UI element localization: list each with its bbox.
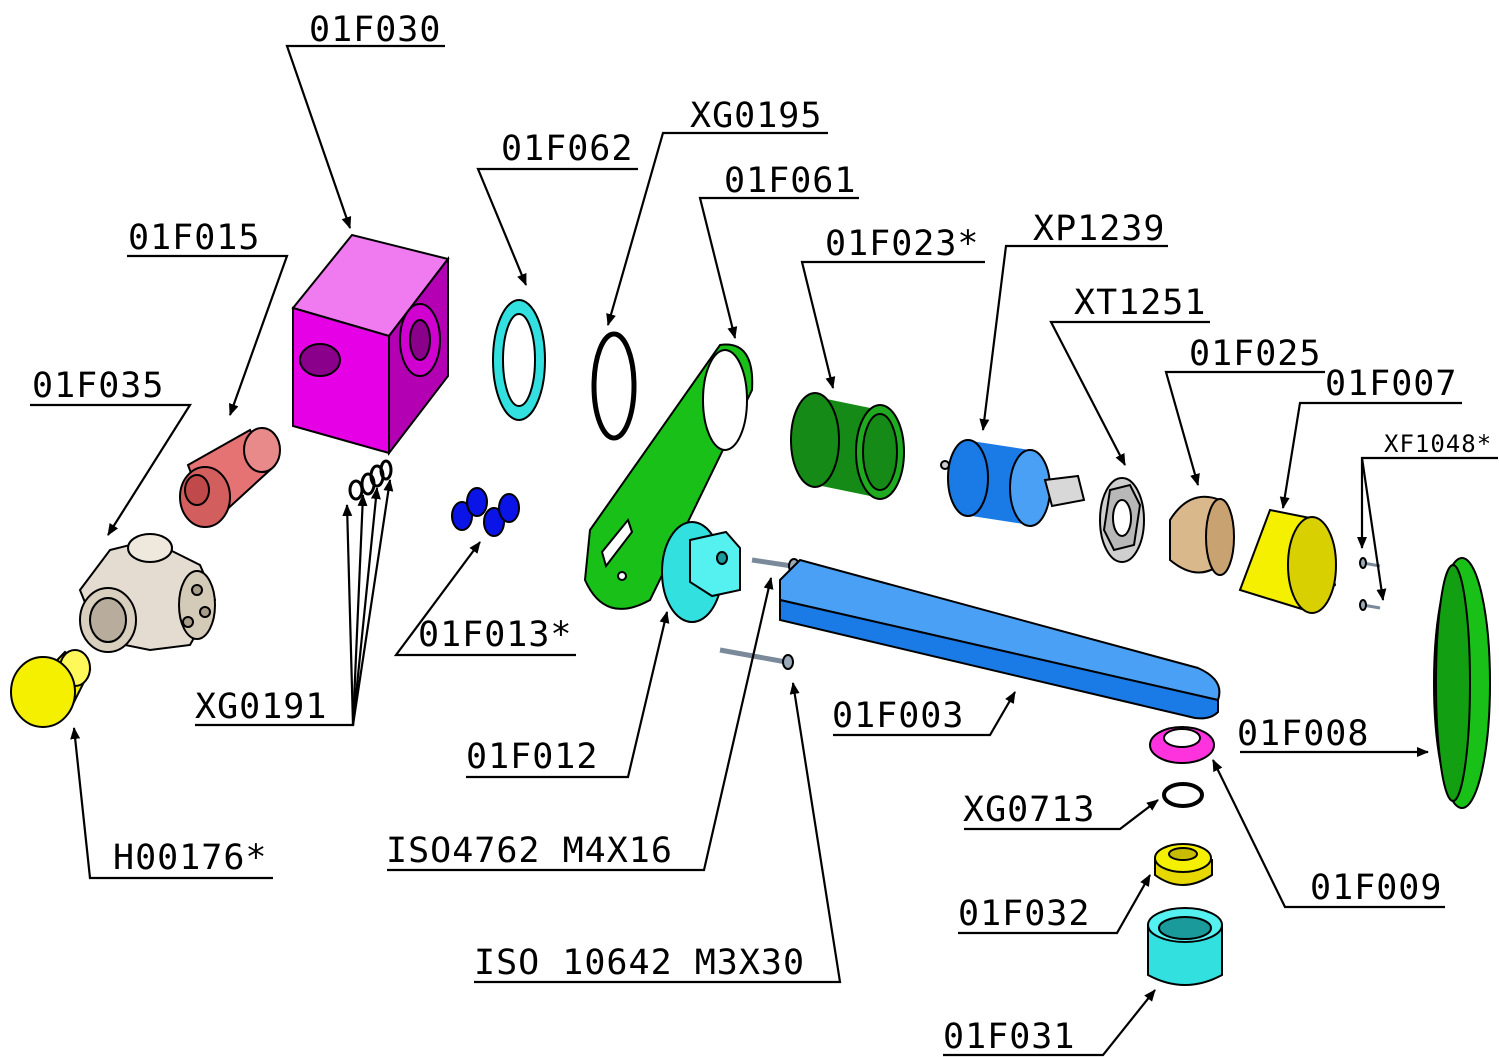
- label-XG0195: XG0195: [690, 96, 822, 136]
- part-01F025-cap: [1169, 495, 1235, 576]
- label-01F009: 01F009: [1310, 868, 1442, 908]
- part-XG0713-oring: [1162, 782, 1204, 808]
- part-XG0191-orings: [348, 459, 393, 501]
- part-01F015-cylinder: [179, 427, 281, 528]
- part-01F031-bushing: [1147, 907, 1223, 986]
- part-01F012-flange: [661, 521, 741, 623]
- part-XT1251-nut: [1099, 477, 1145, 563]
- label-01F012: 01F012: [466, 737, 598, 777]
- part-01F009-ring: [1149, 726, 1215, 764]
- part-01F030-block: [291, 233, 450, 456]
- label-XF1048: XF1048*: [1384, 430, 1492, 458]
- label-01F061: 01F061: [724, 161, 856, 201]
- label-01F032: 01F032: [958, 894, 1090, 934]
- part-01F061-plate: [583, 343, 754, 610]
- label-XT1251: XT1251: [1074, 283, 1206, 323]
- label-ISO4762: ISO4762 M4X16: [386, 831, 673, 871]
- label-XP1239: XP1239: [1033, 209, 1165, 249]
- part-01F008-handle-plate: [1433, 557, 1491, 809]
- label-01F023: 01F023*: [825, 224, 980, 264]
- label-XG0713: XG0713: [963, 790, 1095, 830]
- label-01F062: 01F062: [501, 129, 633, 169]
- label-01F031: 01F031: [943, 1017, 1075, 1057]
- label-ISO10642: ISO 10642 M3X30: [474, 943, 805, 983]
- label-H00176: H00176*: [113, 838, 268, 878]
- part-XP1239-cartridge: [940, 439, 1086, 527]
- part-H00176-knob: [10, 649, 92, 728]
- label-01F007: 01F007: [1325, 364, 1457, 404]
- part-XG0195-oring: [591, 331, 637, 441]
- part-01F023-cylinder: [790, 392, 905, 500]
- part-01F032-bushing: [1154, 843, 1213, 886]
- label-01F003: 01F003: [832, 696, 964, 736]
- label-01F013: 01F013*: [418, 615, 573, 655]
- label-01F025: 01F025: [1189, 334, 1321, 374]
- label-01F035: 01F035: [32, 366, 164, 406]
- part-01F007-cap: [1238, 508, 1337, 614]
- part-01F035-valve-body: [78, 533, 217, 653]
- label-01F015: 01F015: [128, 218, 260, 258]
- part-01F003-lever: [779, 558, 1221, 720]
- label-01F008: 01F008: [1237, 714, 1369, 754]
- part-01F062-ring: [492, 299, 546, 421]
- label-01F030: 01F030: [309, 10, 441, 50]
- part-labels: 01F030 01F062 XG0195 01F061 01F015 01F02…: [32, 10, 1492, 1057]
- label-XG0191: XG0191: [195, 687, 327, 727]
- part-ISO10642-screw: [719, 647, 794, 670]
- part-01F013-fittings: [451, 487, 520, 537]
- leader-lines: [30, 44, 1498, 1057]
